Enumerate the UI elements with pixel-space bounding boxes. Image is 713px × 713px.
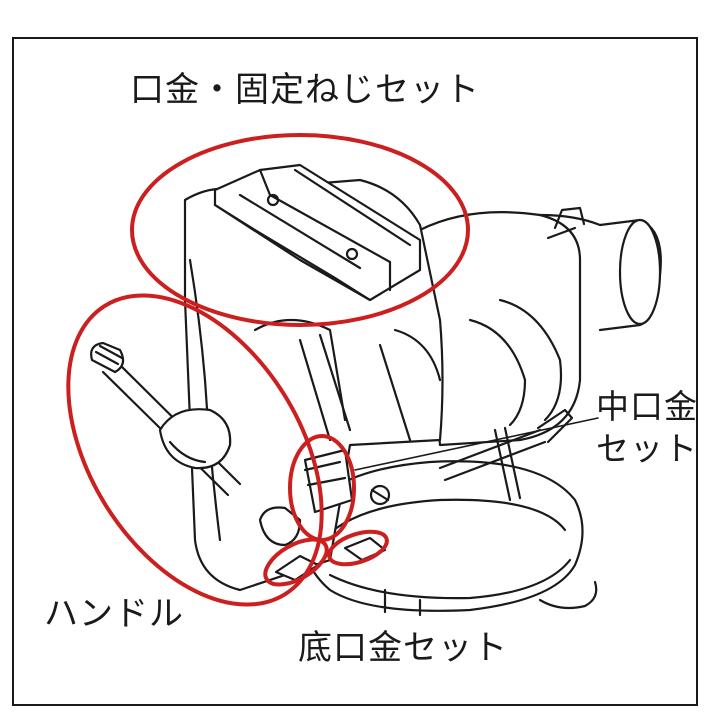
bottom-jaws	[274, 536, 387, 582]
callout-ellipses	[66, 133, 470, 607]
lock-lever	[438, 408, 574, 502]
bottom-jaw-left-callout	[263, 537, 329, 587]
jaw-and-screw-set-label: 口金・固定ねじセット	[130, 70, 480, 110]
middle-jaw-set-label: 中口金 セット	[596, 386, 706, 470]
swivel-base	[298, 460, 598, 617]
jaw-set-callout	[130, 133, 470, 327]
bottom-jaw-right-callout	[327, 529, 389, 567]
bottom-jaw-set-label: 底口金セット	[298, 628, 508, 668]
rear-body	[418, 206, 662, 447]
handle-bar	[90, 341, 302, 547]
middle-jaw-set-label-line2: セット	[596, 429, 698, 468]
middle-jaw-set-label-line1: 中口金	[596, 387, 698, 426]
handle-callout	[66, 293, 324, 607]
top-jaws	[213, 163, 422, 302]
handle-label: ハンドル	[44, 594, 184, 634]
